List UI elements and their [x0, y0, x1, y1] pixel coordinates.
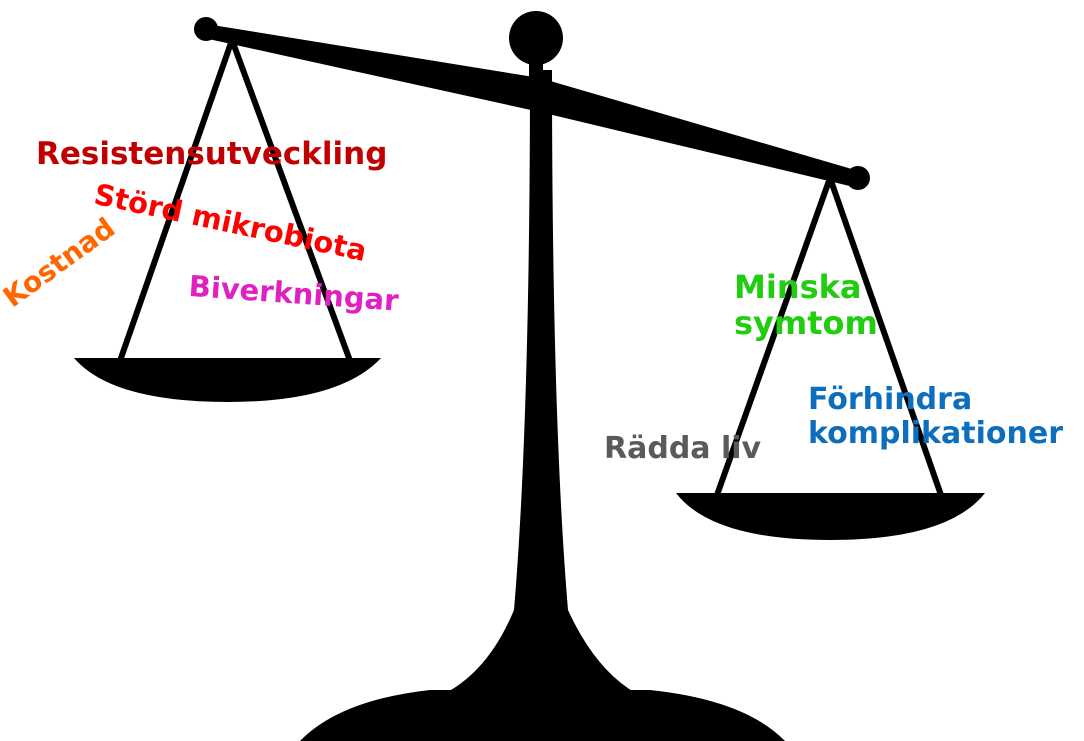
- label-resistensutveckling: Resistensutveckling: [36, 137, 387, 172]
- beam-end-right: [846, 166, 870, 190]
- label-forhindra-komplikationer: Förhindra komplikationer: [808, 383, 1063, 450]
- scale-stem: [430, 70, 650, 700]
- left-pan: [74, 358, 381, 402]
- beam-end-left: [194, 17, 218, 41]
- right-pan: [676, 493, 985, 540]
- label-radda-liv: Rädda liv: [604, 432, 761, 466]
- label-minska-symtom: Minska symtom: [734, 270, 878, 342]
